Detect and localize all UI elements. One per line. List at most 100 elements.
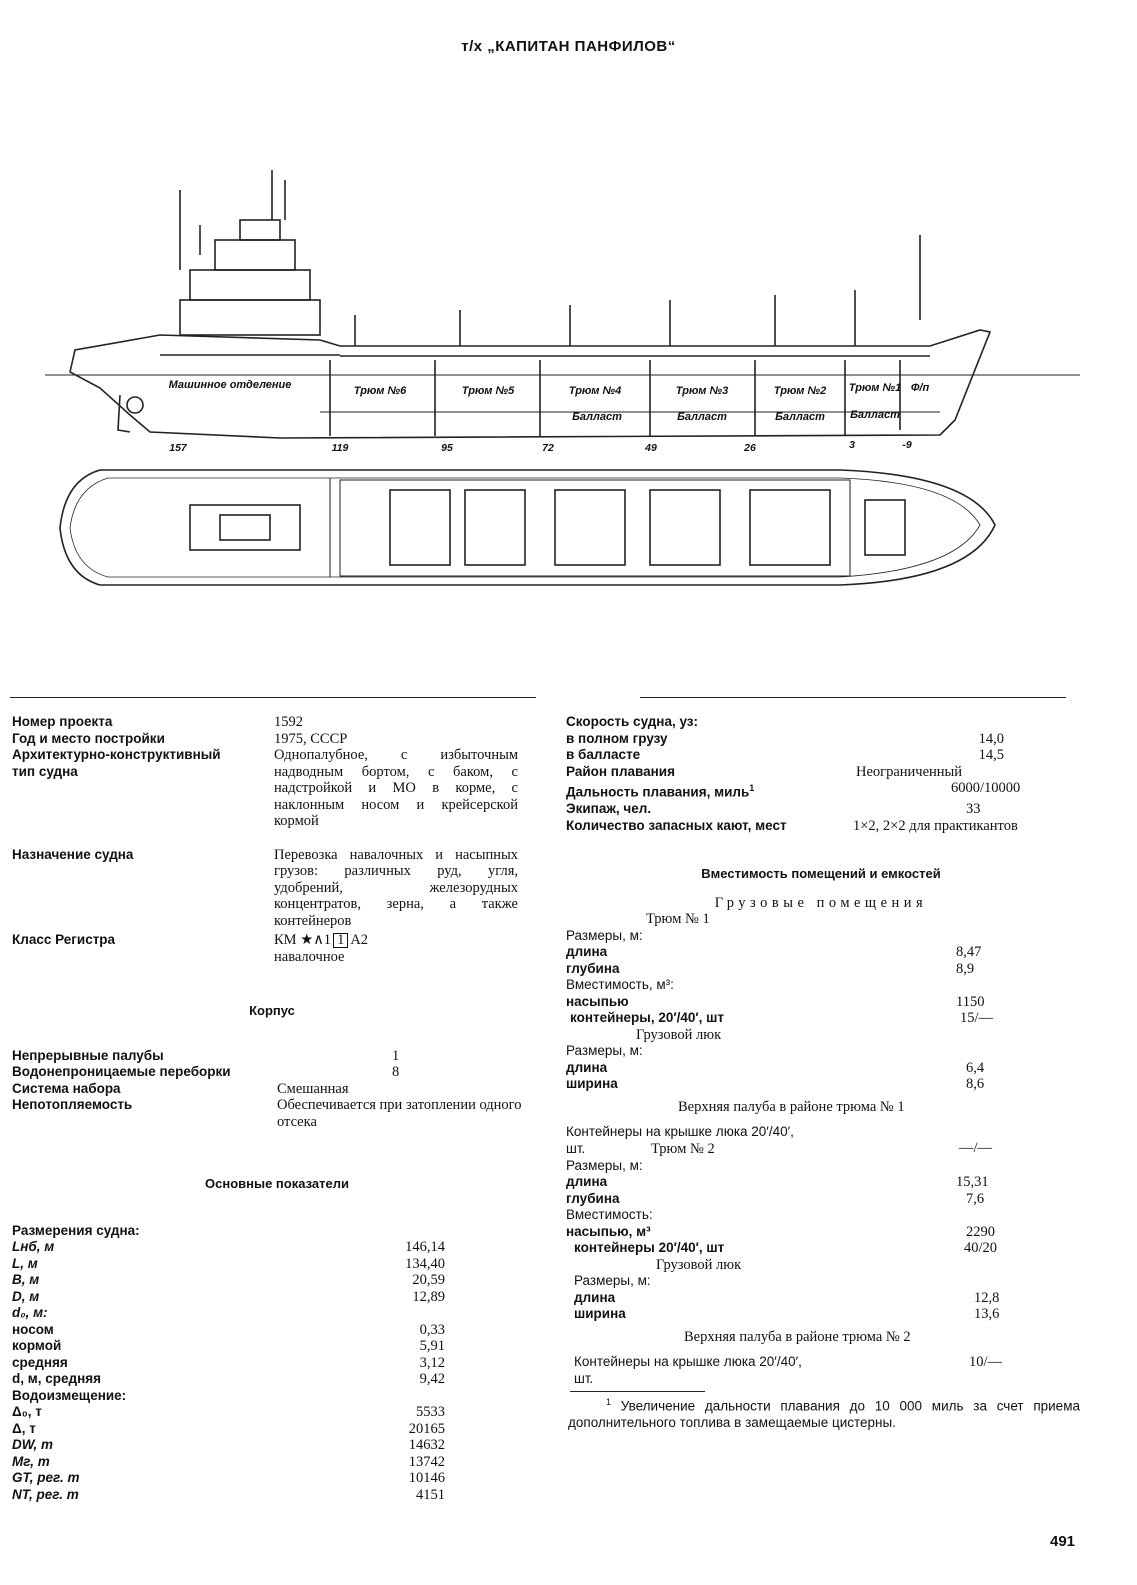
compartment-label: Трюм №3 <box>676 385 728 397</box>
spec-label: Водонепроницаемые переборки <box>12 1064 231 1079</box>
compartment-label: Трюм №1 <box>849 382 901 394</box>
dim-label: NT, рег. т <box>12 1486 79 1502</box>
footnote-rule <box>570 1391 705 1392</box>
spec-row: Водонепроницаемые переборки 8 <box>12 1064 532 1081</box>
dim-value <box>342 1305 445 1322</box>
spec-row: Непотопляемость Обеспечивается при затоп… <box>12 1097 532 1130</box>
speed-label: Скорость судна, уз: <box>566 714 699 729</box>
spec-value: Перевозка навалочных и насыпных грузов: … <box>274 846 518 929</box>
cap-label: глубина <box>566 960 620 976</box>
dim-value: 146,14 <box>405 1239 445 1255</box>
ship-drawing: Машинное отделение Трюм №6 Трюм №5 Трюм … <box>45 170 1080 586</box>
cap-label: Вместимость: <box>566 1207 653 1222</box>
cap-label: Размеры, м: <box>574 1273 651 1288</box>
hull-specs: Непрерывные палубы 1 Водонепроницаемые п… <box>12 1048 532 1131</box>
cap-label: Размеры, м: <box>566 1157 643 1173</box>
left-column: Номер проекта 1592 Год и место постройки… <box>12 714 532 1503</box>
dim-value: 20165 <box>408 1420 445 1437</box>
footnote-text: Увеличение дальности плавания до 10 000 … <box>568 1398 1080 1430</box>
compartment-label: Трюм №6 <box>354 385 407 397</box>
dim-label: Δ, т <box>12 1420 36 1436</box>
footnote-ref: 1 <box>749 783 755 793</box>
spec-value: 1×2, 2×2 для практикантов <box>853 817 1018 834</box>
cap-value: 40/20 <box>964 1240 998 1256</box>
class-notation-suffix: А2 <box>350 932 369 948</box>
dim-label: Δ₀, т <box>12 1404 42 1419</box>
cap-label: Размеры, м: <box>566 927 643 943</box>
cap-label: ширина <box>566 1076 618 1091</box>
spec-label: Архитектурно-конструктивный тип судна <box>12 747 221 779</box>
footnote: 1 Увеличение дальности плавания до 10 00… <box>566 1394 1080 1431</box>
cap-value <box>956 1207 1016 1224</box>
spec-value: 14,5 <box>978 747 1004 763</box>
cap-row: Размеры, м: <box>566 1158 1086 1175</box>
spec-row: Количество запасных кают, мест 1×2, 2×2 … <box>566 818 1086 835</box>
deck1-title: Верхняя палуба в районе трюма № 1 <box>678 1098 905 1115</box>
cargo-heading: Грузовые помещения <box>714 894 928 911</box>
spec-label: Система набора <box>12 1080 121 1096</box>
dim-row: Lнб, м 146,14 <box>12 1239 532 1256</box>
dim-row: Водоизмещение: <box>12 1388 532 1405</box>
dim-label: B, м <box>12 1272 40 1287</box>
cap-value: 7,6 <box>966 1190 985 1207</box>
page-title: т/х „КАПИТАН ПАНФИЛОВ“ <box>461 38 676 55</box>
dim-row: Δ, т 20165 <box>12 1421 532 1438</box>
hatch1-title: Грузовой люк <box>636 1026 722 1043</box>
spec-row: Непрерывные палубы 1 <box>12 1048 532 1065</box>
cap-label: насыпью, м³ <box>566 1223 651 1239</box>
deck2-title: Верхняя палуба в районе трюма № 2 <box>684 1328 911 1345</box>
dim-label: Lнб, м <box>12 1239 55 1254</box>
dim-row: NT, рег. т 4151 <box>12 1487 532 1504</box>
dim-label: GT, рег. т <box>12 1470 80 1485</box>
cap-value <box>956 1158 1016 1175</box>
cap-row: Контейнеры на крышке люка 20′/40′, шт.—/… <box>566 1124 1086 1157</box>
right-column: Скорость судна, уз: в полном грузу 14,0 в… <box>566 714 1086 1431</box>
cap-value: 12,8 <box>974 1289 1000 1306</box>
frame-number: 157 <box>169 442 188 454</box>
spec-label: в балласте <box>566 747 641 762</box>
hold2-title: Трюм № 2 <box>651 1141 715 1157</box>
frame-number: 26 <box>743 442 756 454</box>
section-heading-hull: Корпус <box>249 1003 295 1018</box>
dim-value: 3,12 <box>419 1354 445 1371</box>
cap-row: Вместимость, м³: <box>566 977 1086 994</box>
dim-value: 0,33 <box>419 1321 445 1338</box>
spec-row: в балласте 14,5 <box>566 747 1086 764</box>
spec-row: Год и место постройки 1975, СССР <box>12 731 532 748</box>
spec-row: в полном грузу 14,0 <box>566 731 1086 748</box>
cap-row: Размеры, м: <box>566 1273 1086 1290</box>
cap-label: длина <box>566 1059 608 1075</box>
spec-label: Класс Регистра <box>12 932 116 947</box>
cap-value: 8,47 <box>956 944 982 960</box>
spec-label: в полном грузу <box>566 730 668 746</box>
class-notation: КМ ★∧1 <box>274 932 332 948</box>
ballast-label: Балласт <box>572 411 622 423</box>
ballast-label: Балласт <box>850 409 900 421</box>
compartment-label: Трюм №2 <box>774 385 826 397</box>
frame-number: 119 <box>332 442 349 454</box>
cap-value: 15,31 <box>956 1174 989 1190</box>
cap-label: Контейнеры на крышке люка 20′/40′, шт. <box>566 1124 794 1156</box>
cap-value: 10/— <box>969 1354 1003 1370</box>
dim-value: 4151 <box>416 1486 445 1503</box>
dim-label: носом <box>12 1321 54 1337</box>
hatch2-title: Грузовой люк <box>656 1256 742 1273</box>
dim-value: 10146 <box>408 1470 445 1486</box>
ballast-label: Балласт <box>677 411 727 423</box>
spec-row: Архитектурно-конструктивный тип судна Од… <box>12 747 532 830</box>
dim-value <box>342 1388 445 1405</box>
cap-value: 15/— <box>960 1010 994 1026</box>
dim-value: 5,91 <box>419 1338 445 1354</box>
spec-row: Назначение судна Перевозка навалочных и … <box>12 847 532 930</box>
spec-value: 14,0 <box>978 730 1004 747</box>
